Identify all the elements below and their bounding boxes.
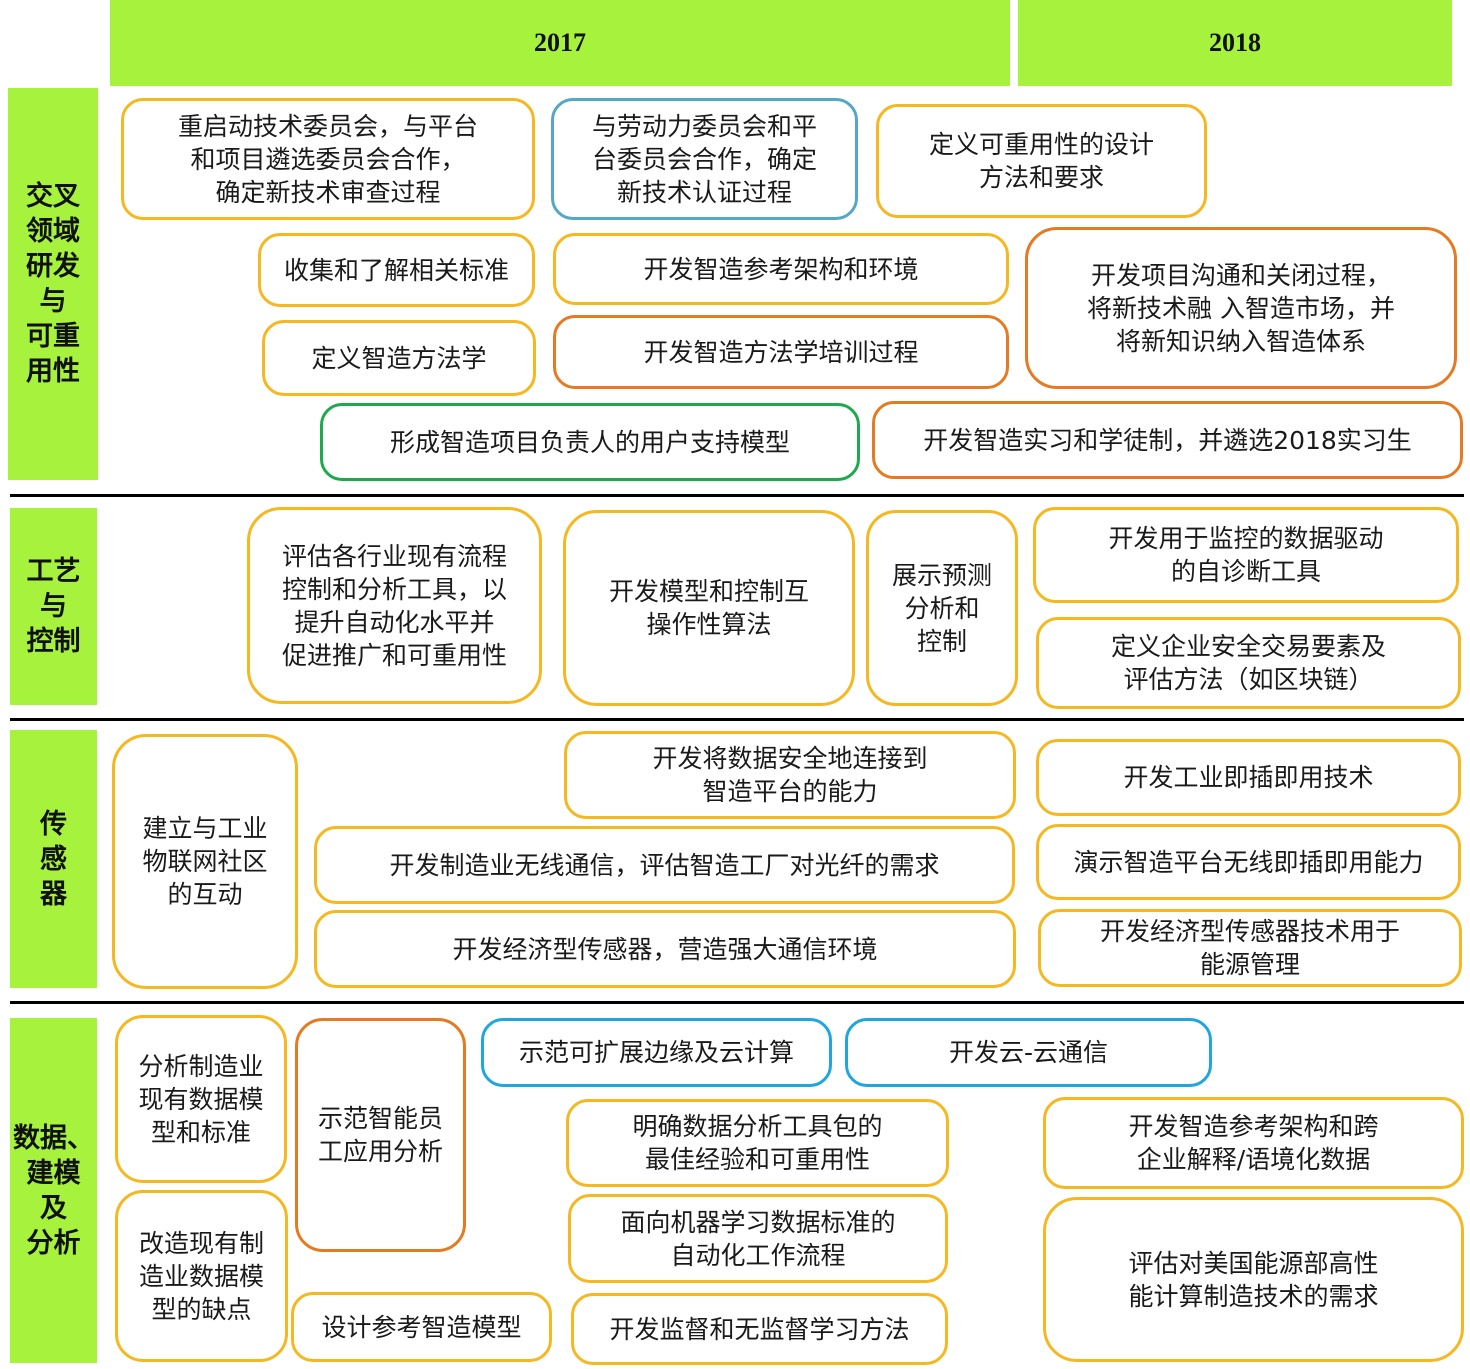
year-label: 2018 [1209,28,1261,57]
task-box: 开发经济型传感器技术用于 能源管理 [1038,909,1462,987]
task-box: 形成智造项目负责人的用户支持模型 [320,403,860,481]
task-box: 改造现有制 造业数据模 型的缺点 [115,1190,288,1362]
task-box: 明确数据分析工具包的 最佳经验和可重用性 [566,1099,949,1187]
task-box: 展示预测 分析和 控制 [866,510,1018,706]
task-box: 开发用于监控的数据驱动 的自诊断工具 [1033,507,1459,603]
task-box: 定义智造方法学 [262,320,536,396]
year-header-2018: 2018 [1018,0,1452,86]
category-cross-domain: 交叉 领域 研发 与 可重 用性 [8,88,98,480]
task-box: 评估各行业现有流程 控制和分析工具，以 提升自动化水平并 促进推广和可重用性 [247,507,542,704]
category-data-modeling: 数据、 建模 及 分析 [10,1018,97,1363]
task-box: 演示智造平台无线即插即用能力 [1036,824,1461,900]
task-box: 开发模型和控制互 操作性算法 [563,510,855,706]
task-box: 开发经济型传感器，营造强大通信环境 [314,910,1016,988]
row-separator [10,1001,1464,1004]
row-separator [10,494,1464,497]
task-box: 收集和了解相关标准 [258,233,535,307]
task-box: 开发制造业无线通信，评估智造工厂对光纤的需求 [314,826,1015,904]
year-label: 2017 [534,28,586,57]
task-box: 分析制造业 现有数据模 型和标准 [115,1015,287,1183]
task-box: 与劳动力委员会和平 台委员会合作，确定 新技术认证过程 [551,98,858,220]
task-box: 开发项目沟通和关闭过程， 将新技术融 入智造市场，并 将新知识纳入智造体系 [1025,227,1457,389]
task-box: 开发智造参考架构和环境 [553,233,1009,305]
task-box: 评估对美国能源部高性 能计算制造技术的需求 [1043,1197,1464,1362]
task-box: 定义可重用性的设计 方法和要求 [876,104,1207,218]
task-box: 建立与工业 物联网社区 的互动 [112,734,298,989]
row-separator [10,718,1464,721]
category-sensors: 传 感 器 [10,730,97,988]
task-box: 面向机器学习数据标准的 自动化工作流程 [568,1194,948,1283]
task-box: 开发智造实习和学徒制，并遴选2018实习生 [872,401,1463,479]
task-box: 开发监督和无监督学习方法 [571,1293,948,1365]
year-header-2017: 2017 [110,0,1010,86]
task-box: 示范可扩展边缘及云计算 [481,1018,832,1087]
task-box: 重启动技术委员会，与平台 和项目遴选委员会合作， 确定新技术审查过程 [121,98,535,220]
category-process-control: 工艺 与 控制 [10,508,97,705]
task-box: 设计参考智造模型 [291,1292,552,1362]
task-box: 开发智造参考架构和跨 企业解释/语境化数据 [1043,1097,1464,1189]
task-box: 开发工业即插即用技术 [1036,739,1461,816]
task-box: 定义企业安全交易要素及 评估方法（如区块链） [1036,617,1461,709]
task-box: 示范智能员 工应用分析 [295,1018,466,1252]
task-box: 开发将数据安全地连接到 智造平台的能力 [564,731,1016,819]
task-box: 开发云-云通信 [845,1018,1212,1087]
task-box: 开发智造方法学培训过程 [553,315,1009,389]
